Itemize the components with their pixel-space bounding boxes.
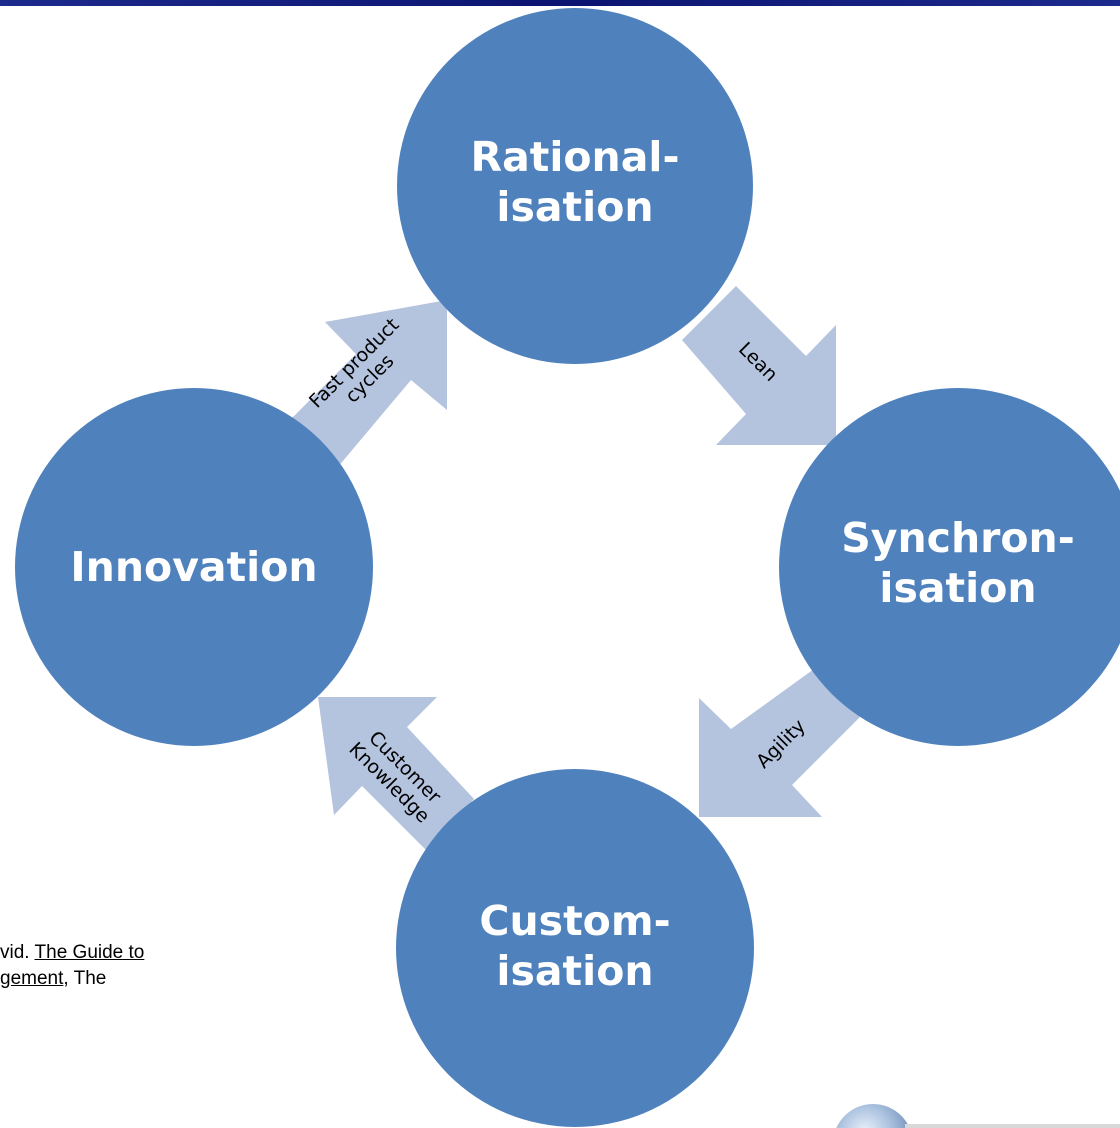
citation-line1: vid. The Guide to [0, 940, 144, 966]
top-bar [0, 0, 1120, 6]
node-synchronisation-line1: Synchron- [841, 514, 1075, 562]
node-innovation-label: Innovation [64, 542, 324, 592]
citation-book-link[interactable]: The Guide to [34, 942, 145, 963]
circle-synchronisation [779, 388, 1120, 746]
circle-rationalisation [397, 8, 753, 364]
circle-customisation [396, 769, 754, 1127]
arrow-fast-product-cycles [288, 300, 447, 468]
node-rationalisation-line1: Rational- [470, 133, 680, 181]
node-customisation-line2: isation [496, 947, 654, 995]
node-rationalisation-label: Rational- isation [455, 132, 695, 232]
node-innovation-line1: Innovation [70, 543, 318, 591]
node-customisation-label: Custom- isation [455, 896, 695, 996]
node-synchronisation-label: Synchron- isation [828, 513, 1088, 613]
circle-innovation [15, 388, 373, 746]
citation-prefix: vid. [0, 942, 35, 963]
node-rationalisation-line2: isation [496, 183, 654, 231]
citation-suffix: , The [63, 968, 107, 989]
footer-band [905, 1124, 1120, 1128]
citation-book-link-continued[interactable]: gement [0, 968, 64, 989]
node-customisation-line1: Custom- [479, 897, 671, 945]
arrow-agility [699, 669, 860, 817]
node-synchronisation-line2: isation [879, 564, 1037, 612]
citation-line2: gement, The [0, 966, 144, 992]
arrow-lean [682, 286, 836, 445]
arrow-customer-knowledge [318, 697, 474, 851]
citation-text: vid. The Guide to gement, The [0, 940, 144, 992]
